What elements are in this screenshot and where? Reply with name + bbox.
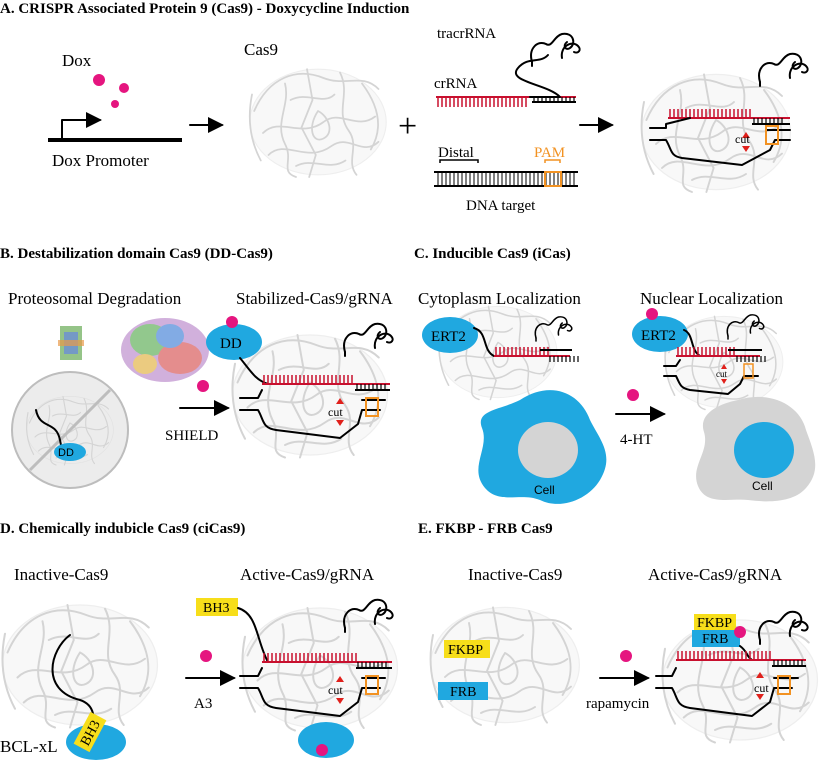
cut-label: cut bbox=[328, 683, 343, 697]
fkbp-right-label: FKBP bbox=[697, 616, 732, 631]
panel-a: A. CRISPR Associated Protein 9 (Cas9) - … bbox=[0, 1, 809, 214]
a3-label: A3 bbox=[194, 696, 212, 712]
frb-right-label: FRB bbox=[702, 632, 728, 647]
cas9-label: Cas9 bbox=[244, 40, 278, 59]
degraded-dd-cas9: DD bbox=[11, 371, 129, 489]
inactive-cas9-label: Inactive-Cas9 bbox=[14, 565, 108, 584]
tracrrna-label: tracrRNA bbox=[437, 26, 496, 42]
frb-left-label: FRB bbox=[450, 685, 476, 700]
rapamycin-bound bbox=[734, 626, 746, 638]
shield-label: SHIELD bbox=[165, 428, 218, 444]
rapamycin-label: rapamycin bbox=[586, 696, 650, 712]
cut-label: cut bbox=[716, 369, 727, 379]
dox-molecule bbox=[119, 83, 129, 93]
a3-bound bbox=[316, 744, 328, 756]
nuclear-cas9: ERT2 cut bbox=[632, 308, 784, 411]
dna-target-label: DNA target bbox=[466, 198, 536, 214]
dox-molecule bbox=[111, 100, 119, 108]
inactive-ci-cas9: BH3 BCL-xL bbox=[0, 604, 159, 760]
dox-molecule bbox=[93, 74, 105, 86]
cytoplasm-cas9: ERT2 bbox=[422, 305, 579, 401]
active-cas9-e-label: Active-Cas9/gRNA bbox=[648, 565, 783, 584]
shield-molecule bbox=[197, 380, 209, 392]
panel-c: C. Inducible Cas9 (iCas) Cytoplasm Local… bbox=[414, 246, 816, 504]
4ht-bound bbox=[646, 308, 658, 320]
panel-b-title: B. Destabilization domain Cas9 (DD-Cas9) bbox=[0, 246, 273, 262]
cell-left-label: Cell bbox=[534, 483, 555, 497]
crrna-label: crRNA bbox=[434, 76, 477, 92]
distal-label: Distal bbox=[438, 145, 474, 161]
dd-label: DD bbox=[220, 336, 242, 352]
inactive-fkbp-frb-cas9: FKBP FRB bbox=[429, 606, 581, 726]
bcl-xl-label: BCL-xL bbox=[0, 737, 58, 756]
cut-label: cut bbox=[328, 405, 343, 419]
rapamycin-molecule bbox=[620, 650, 632, 662]
a3-molecule bbox=[200, 650, 212, 662]
stabilized-cas9-label: Stabilized-Cas9/gRNA bbox=[236, 289, 393, 308]
panel-e-title: E. FKBP - FRB Cas9 bbox=[418, 521, 553, 537]
ert2-domain bbox=[632, 316, 688, 352]
cas9-complex: cut bbox=[640, 52, 809, 193]
stabilized-cas9-complex: DD cut bbox=[206, 316, 394, 459]
active-ci-cas9: BH3 cut bbox=[196, 598, 399, 758]
bh3-tag bbox=[73, 711, 107, 753]
panel-d: D. Chemically indubicle Cas9 (ciCas9) In… bbox=[0, 521, 399, 760]
proteasome-icon bbox=[58, 318, 209, 382]
inactive-cas9-e-label: Inactive-Cas9 bbox=[468, 565, 562, 584]
shield-bound bbox=[226, 316, 238, 328]
dox-promoter-label: Dox Promoter bbox=[52, 151, 149, 170]
4ht-label: 4-HT bbox=[620, 432, 653, 448]
panel-e: E. FKBP - FRB Cas9 Inactive-Cas9 Active-… bbox=[418, 521, 819, 744]
fkbp-left-label: FKBP bbox=[448, 643, 483, 658]
dox-label: Dox bbox=[62, 51, 92, 70]
bh3-right-label: BH3 bbox=[203, 601, 229, 616]
bcl-xl-free bbox=[298, 722, 354, 758]
nuclear-localization-label: Nuclear Localization bbox=[640, 289, 784, 308]
cell-left: Cell bbox=[478, 390, 607, 504]
4ht-molecule bbox=[627, 389, 639, 401]
dd-small-label: DD bbox=[58, 447, 74, 459]
cut-label: cut bbox=[735, 132, 750, 146]
cytoplasm-localization-label: Cytoplasm Localization bbox=[418, 289, 581, 308]
panel-c-title: C. Inducible Cas9 (iCas) bbox=[414, 246, 571, 262]
promoter-glyph bbox=[48, 112, 182, 142]
frb-tag bbox=[692, 630, 740, 647]
frb-tag bbox=[438, 682, 488, 700]
ert2-domain bbox=[422, 317, 478, 353]
plus-sign: + bbox=[398, 108, 417, 145]
bh3-tag bbox=[196, 598, 238, 616]
dna-target bbox=[434, 171, 578, 187]
cut-label: cut bbox=[754, 681, 769, 695]
panel-b: B. Destabilization domain Cas9 (DD-Cas9)… bbox=[0, 246, 394, 489]
active-fkbp-frb-cas9: FKBP FRB cut bbox=[655, 610, 819, 744]
fkbp-tag bbox=[444, 640, 490, 658]
active-cas9-label: Active-Cas9/gRNA bbox=[240, 565, 375, 584]
cell-right-label: Cell bbox=[752, 479, 773, 493]
cell-right: Cell bbox=[696, 396, 816, 502]
guide-rna bbox=[436, 32, 581, 107]
fkbp-tag bbox=[694, 614, 736, 630]
proteosomal-degradation-label: Proteosomal Degradation bbox=[8, 289, 182, 308]
ert2-left-label: ERT2 bbox=[431, 329, 466, 345]
panel-d-title: D. Chemically indubicle Cas9 (ciCas9) bbox=[0, 521, 245, 537]
cas9-protein bbox=[248, 68, 388, 178]
dd-domain bbox=[206, 324, 262, 360]
panel-a-title: A. CRISPR Associated Protein 9 (Cas9) - … bbox=[0, 1, 410, 17]
pam-label: PAM bbox=[534, 145, 565, 161]
ert2-right-label: ERT2 bbox=[641, 328, 676, 344]
